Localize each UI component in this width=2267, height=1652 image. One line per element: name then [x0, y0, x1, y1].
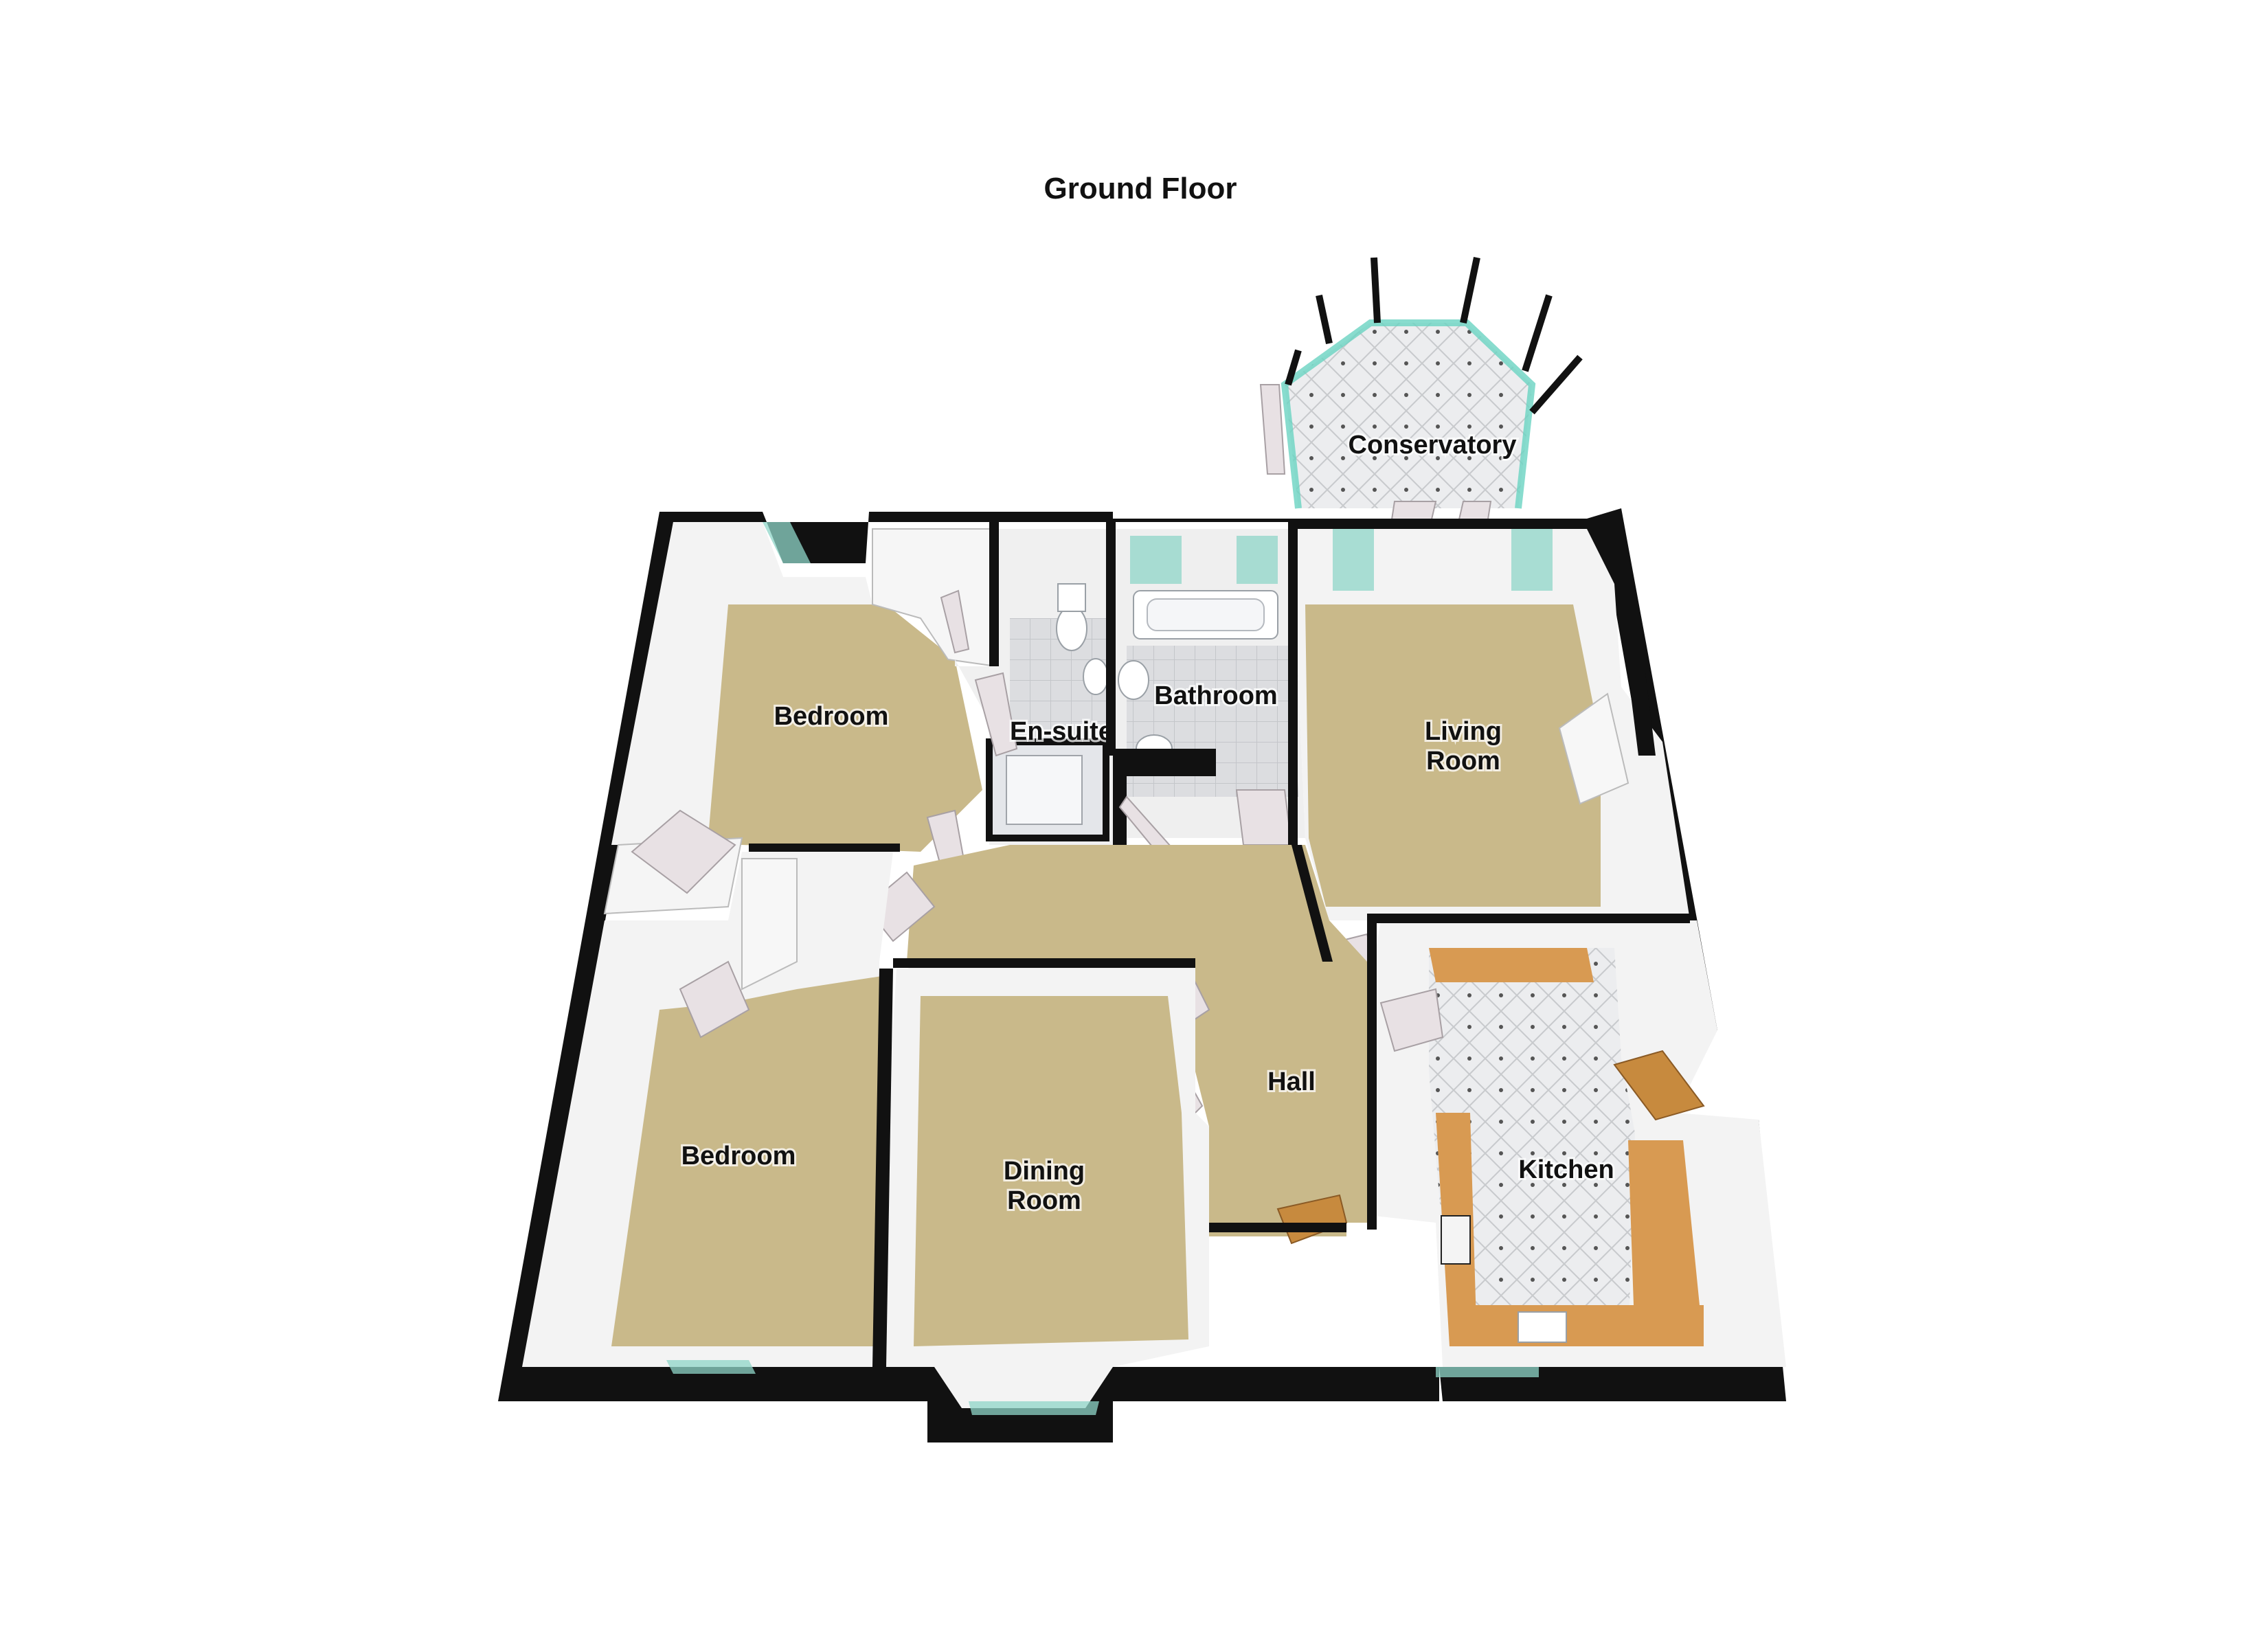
hob [1441, 1215, 1471, 1265]
hall-carpet [907, 845, 1374, 1236]
bedroom-2: Bedroom [522, 852, 893, 1374]
wall-segment [989, 522, 999, 666]
en-suite-basin [1083, 658, 1109, 695]
conservatory-glazing [1281, 319, 1536, 509]
room-label-dining-room-line1: Dining [1004, 1157, 1085, 1186]
floor-title: Ground Floor [1044, 172, 1237, 205]
kitchen-sink [1518, 1311, 1567, 1343]
bath-inner [1147, 598, 1265, 631]
fireplace [1628, 673, 1656, 756]
wall-segment [1106, 522, 1116, 756]
bathroom-basin [1118, 660, 1149, 700]
wall-segment [1367, 914, 1377, 1230]
dining-room-wall [872, 969, 893, 1367]
room-label-dining-room-line2: Room [1007, 1186, 1081, 1215]
room-label-hall: Hall [1267, 1067, 1316, 1096]
wall-segment [1209, 1223, 1346, 1232]
living-room-carpet [1305, 604, 1601, 907]
conservatory-frame [1522, 294, 1553, 372]
dining-room-carpet [914, 996, 1188, 1346]
worktop-right [1628, 1140, 1704, 1346]
bathroom: Bathroom [1113, 529, 1305, 867]
bedroom-2-cupboard-door [679, 960, 750, 1039]
wall-segment [1374, 914, 1690, 923]
wall-segment [749, 844, 900, 852]
room-label-en-suite: En-suite [1010, 717, 1113, 746]
kitchen-floor [1429, 948, 1635, 1346]
bedroom-1: Bedroom [603, 522, 997, 915]
bedroom-2-carpet [611, 975, 886, 1346]
conservatory-frame [1285, 349, 1302, 386]
conservatory-frame [1371, 257, 1381, 324]
room-label-living-room-line1: Living [1425, 717, 1502, 746]
shower-tray [1006, 755, 1083, 825]
en-suite-door [974, 672, 1018, 757]
bay-window [969, 1401, 1099, 1415]
living-room-window [1511, 529, 1553, 591]
bathroom-window-right [1237, 536, 1278, 584]
room-label-kitchen: Kitchen [1518, 1155, 1614, 1184]
wall-segment [1292, 845, 1333, 962]
bedroom-1-carpet [708, 604, 982, 852]
cupboard-door [631, 809, 736, 894]
living-room-window [1333, 529, 1374, 591]
kitchen-window [1436, 1367, 1539, 1377]
conservatory-frame [1460, 256, 1480, 324]
bedroom-2-window [666, 1360, 756, 1374]
dining-room: Dining Room [872, 969, 1209, 1415]
room-label-conservatory: Conservatory [1349, 431, 1517, 460]
room-label-living-room-line2: Room [1426, 747, 1500, 776]
kitchen: Kitchen [1374, 920, 1786, 1377]
wall-segment [1288, 522, 1298, 845]
conservatory-frame [1529, 354, 1583, 415]
wall-segment [893, 958, 1195, 968]
conservatory-frame [1316, 294, 1333, 345]
conservatory-floor [1285, 323, 1532, 508]
conservatory-side-door [1259, 384, 1286, 475]
en-suite-floor [1010, 618, 1106, 756]
kitchen-back-door [1613, 1050, 1705, 1121]
en-suite-cistern [1057, 583, 1086, 612]
kitchen-door [1379, 988, 1444, 1052]
wardrobe-door [940, 589, 970, 654]
en-suite: En-suite [955, 529, 1115, 845]
bathroom-inner-wall [1113, 749, 1216, 845]
bathroom-window-left [1130, 536, 1182, 584]
internal-walls [749, 522, 1690, 1232]
bedroom-1-window [763, 522, 811, 563]
room-label-bedroom-1: Bedroom [774, 702, 889, 731]
room-label-bathroom: Bathroom [1154, 681, 1277, 710]
bathroom-cupboard-door [1235, 789, 1293, 846]
living-room: Living Room [1292, 529, 1690, 977]
chimney-breast [1558, 692, 1629, 805]
worktop-top [1429, 948, 1594, 982]
en-suite-toilet [1056, 606, 1087, 651]
bedroom-2-cupboard [741, 858, 798, 991]
room-label-bedroom-2: Bedroom [681, 1142, 796, 1170]
